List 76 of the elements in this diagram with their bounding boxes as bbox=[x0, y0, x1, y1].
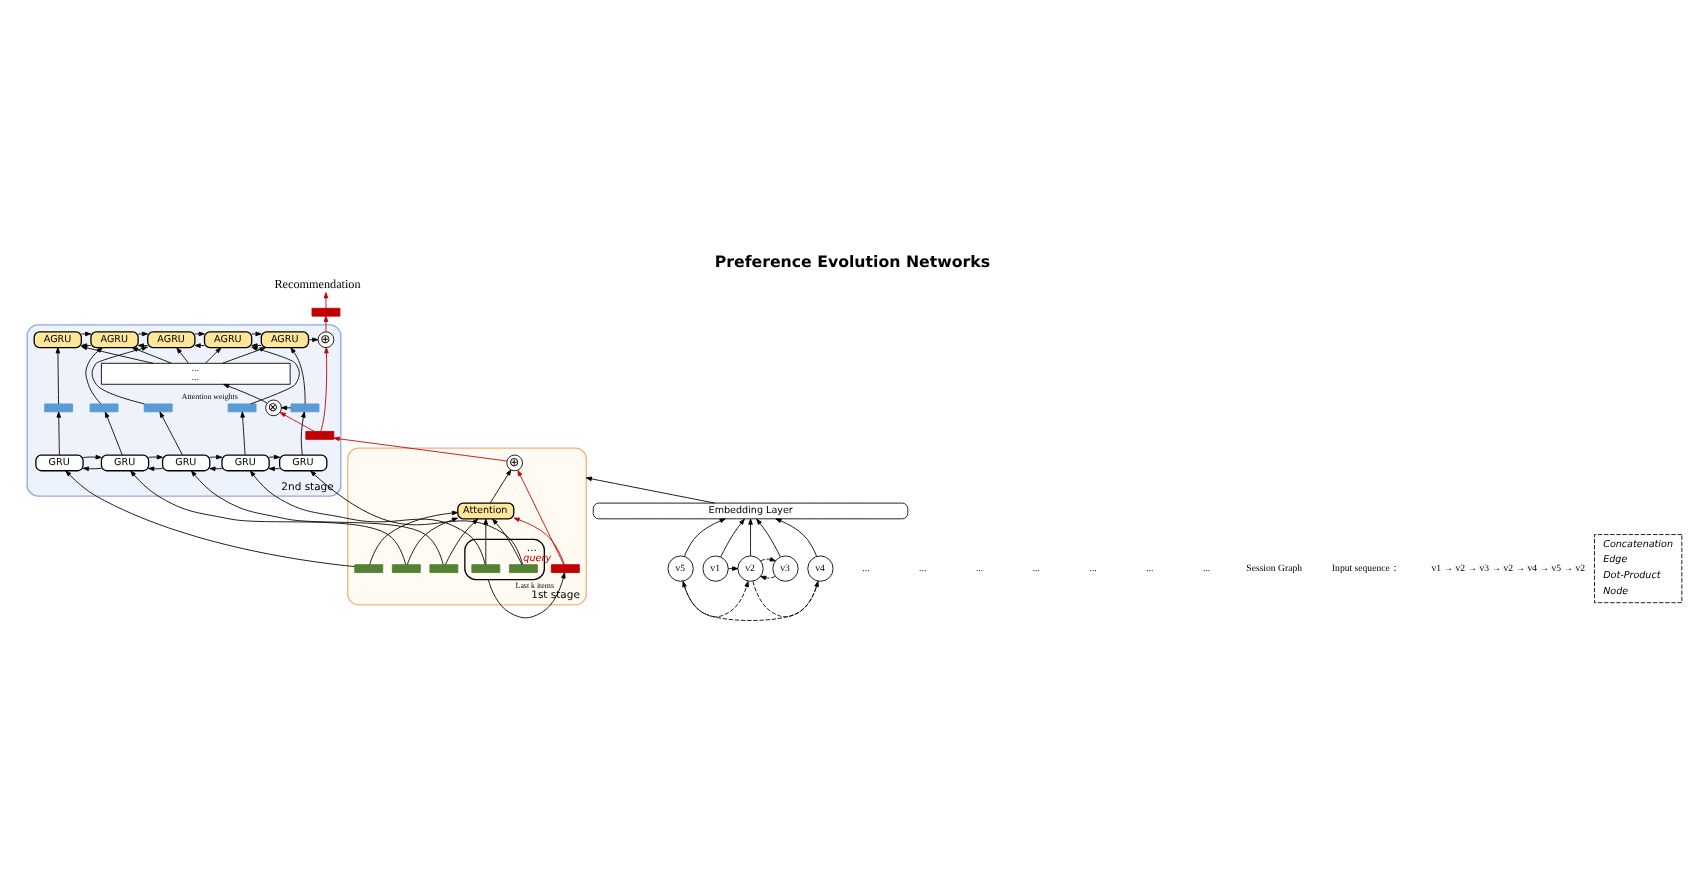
arrow bbox=[585, 476, 716, 504]
node-bar bbox=[429, 564, 459, 573]
arrow bbox=[310, 470, 524, 565]
arrow bbox=[137, 331, 148, 337]
arrow bbox=[513, 517, 565, 565]
node-bar bbox=[354, 564, 384, 573]
arrow bbox=[223, 383, 268, 404]
arrow bbox=[209, 454, 223, 460]
arrow bbox=[159, 411, 183, 456]
arrow bbox=[333, 436, 508, 462]
arrow bbox=[250, 470, 486, 565]
arrow bbox=[369, 510, 459, 565]
arrow bbox=[82, 454, 102, 460]
arrow bbox=[760, 557, 776, 562]
arrow bbox=[489, 469, 512, 504]
arrow bbox=[251, 331, 262, 337]
arrow bbox=[82, 466, 102, 471]
arrow bbox=[176, 347, 189, 364]
arrow bbox=[148, 454, 163, 460]
arrow bbox=[323, 292, 329, 309]
arrow bbox=[683, 518, 726, 557]
arrow bbox=[221, 347, 266, 364]
node-bar bbox=[311, 307, 341, 317]
arrow bbox=[55, 347, 61, 405]
node-bar bbox=[290, 403, 320, 413]
arrow bbox=[492, 518, 523, 565]
node-bar bbox=[550, 564, 580, 573]
arrow bbox=[320, 347, 329, 432]
arrow bbox=[280, 405, 292, 411]
arrow bbox=[250, 346, 300, 405]
arrow bbox=[682, 580, 749, 618]
arrow bbox=[191, 470, 444, 565]
arrow bbox=[290, 347, 306, 405]
node-bar bbox=[143, 403, 173, 413]
node-bar bbox=[508, 564, 538, 573]
arrow bbox=[65, 470, 355, 567]
arrow bbox=[104, 411, 123, 456]
arrow bbox=[205, 347, 222, 364]
arrow bbox=[131, 347, 173, 364]
arrow bbox=[130, 470, 406, 565]
arrow bbox=[517, 469, 565, 565]
node-bar bbox=[44, 403, 74, 413]
node-bar bbox=[471, 564, 501, 573]
arrow bbox=[752, 580, 819, 618]
arrow bbox=[728, 566, 739, 571]
node-bar bbox=[89, 403, 119, 413]
arrow bbox=[775, 518, 818, 557]
arrow bbox=[194, 343, 205, 348]
arrow bbox=[406, 517, 459, 565]
arrow bbox=[308, 337, 319, 342]
arrow bbox=[91, 346, 148, 405]
arrow bbox=[251, 343, 262, 348]
arrow bbox=[300, 411, 306, 456]
arrow bbox=[483, 518, 489, 565]
arrow bbox=[81, 331, 92, 337]
node-bar bbox=[391, 564, 421, 573]
arrow bbox=[445, 518, 479, 565]
arrow bbox=[268, 454, 281, 460]
arrow bbox=[56, 411, 62, 456]
arrow bbox=[487, 572, 566, 619]
arrow bbox=[756, 518, 781, 558]
arrow bbox=[323, 315, 329, 333]
arrow bbox=[209, 466, 223, 472]
arrow bbox=[240, 411, 246, 456]
arrow bbox=[720, 518, 745, 558]
node-bar bbox=[227, 403, 257, 413]
arrow bbox=[279, 412, 315, 432]
arrow bbox=[268, 466, 281, 472]
arrow bbox=[760, 575, 776, 581]
arrow bbox=[137, 343, 148, 348]
node-bar bbox=[305, 431, 335, 440]
arrow bbox=[748, 518, 753, 557]
arrow bbox=[85, 347, 103, 405]
arrow bbox=[194, 331, 205, 337]
arrow bbox=[682, 580, 819, 621]
arrow bbox=[148, 466, 163, 472]
